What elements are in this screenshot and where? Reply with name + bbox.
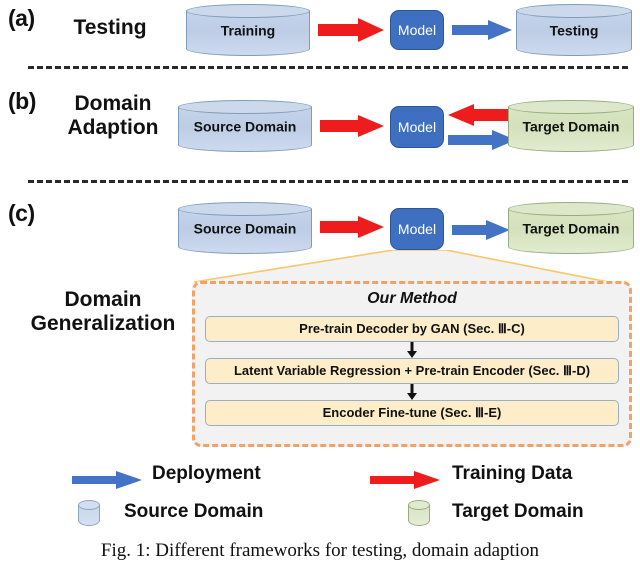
cylinder-body [516, 11, 632, 56]
model-label: Model [397, 22, 437, 38]
cylinder-testing: Testing [516, 4, 632, 56]
figure-caption: Fig. 1: Different frameworks for testing… [100, 540, 540, 561]
method-step-1[interactable]: Pre-train Decoder by GAN (Sec. Ⅲ-C) [205, 316, 619, 342]
deployment-arrow-a [452, 20, 512, 40]
legend-source-cylinder-icon [78, 500, 100, 526]
legend-target-cylinder-icon [408, 500, 430, 526]
cylinder-target-domain-c: Target Domain [508, 202, 634, 254]
row-tag-c: (c) [8, 200, 35, 226]
cylinder-top [78, 500, 100, 510]
step-arrow-2 [195, 384, 629, 400]
row-title-line2: Generalization [30, 311, 176, 335]
down-arrow-icon [407, 384, 417, 400]
section-divider-1 [28, 66, 628, 69]
cylinder-body [508, 209, 634, 254]
method-step-3[interactable]: Encoder Fine-tune (Sec. Ⅲ-E) [205, 400, 619, 426]
cylinder-top [178, 202, 312, 216]
cylinder-body [186, 11, 310, 56]
cylinder-label: Testing [549, 22, 599, 39]
cylinder-label: Target Domain [522, 118, 620, 135]
deployment-arrow-c [452, 220, 510, 240]
cylinder-source-domain-b: Source Domain [178, 100, 312, 152]
legend-deployment-arrow [72, 471, 142, 489]
row-tag-a: (a) [8, 5, 35, 31]
cylinder-body [178, 209, 312, 254]
legend-target-domain-label: Target Domain [452, 501, 584, 522]
cylinder-body [508, 107, 634, 152]
cylinder-body [178, 107, 312, 152]
cylinder-label: Source Domain [193, 118, 297, 135]
cylinder-top [516, 4, 632, 18]
training-data-arrow-b-reverse [448, 104, 518, 126]
training-data-arrow-b [320, 115, 384, 137]
legend-training-data-arrow [370, 471, 440, 489]
model-label: Model [397, 119, 437, 135]
cylinder-training: Training [186, 4, 310, 56]
cylinder-top [408, 500, 430, 510]
row-title-testing: Testing [73, 16, 147, 39]
row-tag-b: (b) [8, 88, 36, 114]
cylinder-body [78, 505, 100, 526]
cylinder-label: Target Domain [522, 220, 620, 237]
cylinder-label: Training [220, 22, 276, 39]
model-box-b: Model [390, 106, 444, 148]
row-title-line2: Adaption [67, 115, 159, 139]
model-label: Model [397, 221, 437, 237]
cylinder-top [508, 100, 634, 114]
cylinder-top [178, 100, 312, 114]
legend-deployment-label: Deployment [152, 463, 261, 484]
legend-training-data-label: Training Data [452, 463, 573, 484]
method-step-2[interactable]: Latent Variable Regression + Pre-train E… [205, 358, 619, 384]
step-arrow-1 [195, 342, 629, 358]
down-arrow-icon [407, 342, 417, 358]
model-box-c: Model [390, 208, 444, 250]
section-divider-2 [28, 180, 628, 183]
our-method-panel: Our Method Pre-train Decoder by GAN (Sec… [192, 281, 632, 447]
cylinder-top [508, 202, 634, 216]
row-title-domain-generalization: Domain Generalization [14, 288, 192, 335]
model-box-a: Model [390, 10, 444, 50]
cylinder-body [408, 505, 430, 526]
cylinder-label: Source Domain [193, 220, 297, 237]
row-title-line1: Domain [74, 92, 152, 115]
row-title-domain-adaption: Domain Adaption [38, 92, 188, 139]
our-method-title: Our Method [367, 290, 457, 307]
cylinder-top [186, 4, 310, 18]
funnel-connector [193, 250, 608, 283]
training-data-arrow-a [318, 18, 384, 42]
cylinder-source-domain-c: Source Domain [178, 202, 312, 254]
row-title-line1: Domain [64, 288, 142, 311]
deployment-arrow-b [448, 130, 516, 150]
legend-source-domain-label: Source Domain [124, 501, 264, 522]
training-data-arrow-c [320, 216, 384, 238]
cylinder-target-domain-b: Target Domain [508, 100, 634, 152]
